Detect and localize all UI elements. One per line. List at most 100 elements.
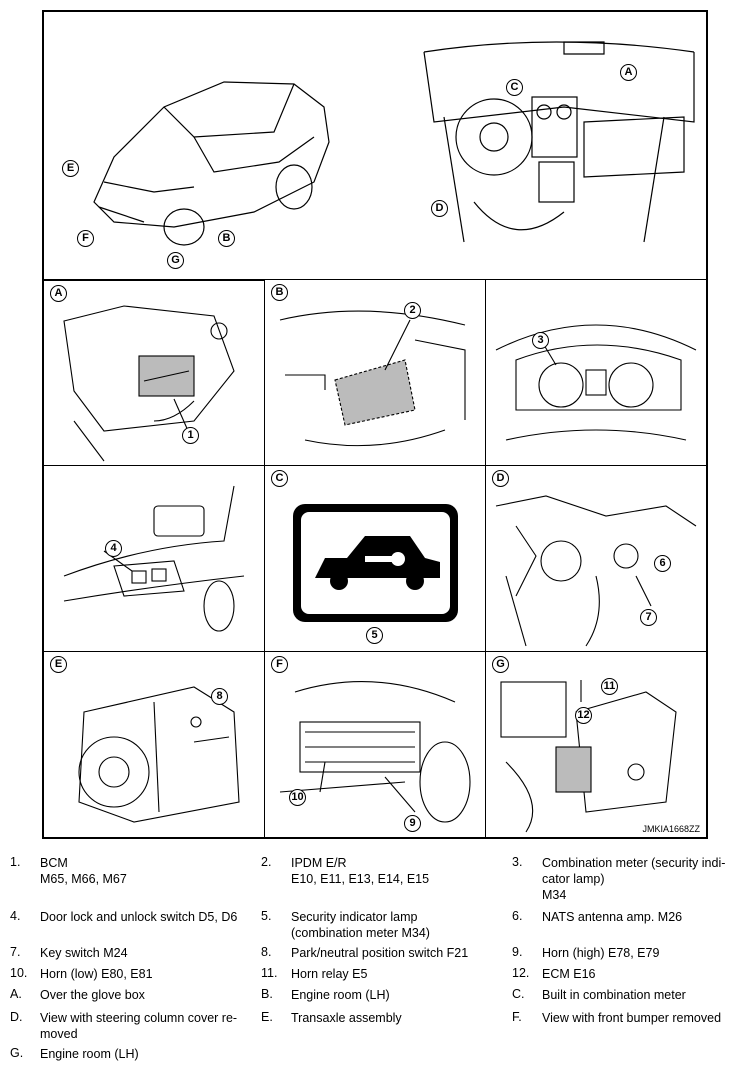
legend-text: ECM E16 bbox=[542, 967, 596, 981]
legend-item: G. Engine room (LH) bbox=[0, 1046, 240, 1062]
callout-10: 10 bbox=[289, 789, 306, 806]
door-switch-illustration bbox=[63, 485, 245, 632]
tag-C: C bbox=[271, 470, 288, 487]
legend-number: 4. bbox=[10, 909, 21, 923]
callout-3: 3 bbox=[532, 332, 549, 349]
panel-door: 4 bbox=[44, 466, 265, 652]
tag-A: A bbox=[50, 285, 67, 302]
legend-item: C. Built in combination meter bbox=[502, 987, 742, 1003]
panel-E: E 8 bbox=[44, 652, 265, 837]
legend-item: 3. Combination meter (security indi- cat… bbox=[502, 855, 742, 903]
legend-item: 12. ECM E16 bbox=[502, 966, 742, 982]
panel-G: G 11 12 JMKIA1668ZZ bbox=[486, 652, 706, 837]
tag-E: E bbox=[50, 656, 67, 673]
callout-8: 8 bbox=[211, 688, 228, 705]
transaxle-illustration bbox=[78, 686, 240, 823]
legend-item: F. View with front bumper removed bbox=[502, 1010, 742, 1026]
tag-D: D bbox=[492, 470, 509, 487]
legend-item: 2. IPDM E/R E10, E11, E13, E14, E15 bbox=[251, 855, 491, 887]
tag-D: D bbox=[431, 200, 448, 217]
callout-4: 4 bbox=[105, 540, 122, 557]
legend-text: Security indicator lamp (combination met… bbox=[291, 910, 430, 940]
legend-text: Built in combination meter bbox=[542, 988, 686, 1002]
legend-item: A. Over the glove box bbox=[0, 987, 240, 1003]
legend-number: 1. bbox=[10, 855, 21, 869]
legend-number: 12. bbox=[512, 966, 530, 980]
callout-7: 7 bbox=[640, 609, 657, 626]
legend-number: G. bbox=[10, 1046, 24, 1060]
legend-number: F. bbox=[512, 1010, 522, 1024]
legend-text: View with steering column cover re- move… bbox=[40, 1011, 238, 1041]
legend-item: D. View with steering column cover re- m… bbox=[0, 1010, 240, 1042]
tag-A: A bbox=[620, 64, 637, 81]
panel-F: F 10 9 bbox=[265, 652, 486, 837]
overview-panel: E F G B A C D bbox=[44, 12, 706, 280]
legend-text: Engine room (LH) bbox=[40, 1047, 139, 1061]
legend-number: 2. bbox=[261, 855, 272, 869]
legend-item: 8. Park/neutral position switch F21 bbox=[251, 945, 491, 961]
tag-F: F bbox=[77, 230, 94, 247]
legend-text: Park/neutral position switch F21 bbox=[291, 946, 469, 960]
panel-meter: 3 bbox=[486, 280, 706, 466]
panel-C: C 5 bbox=[265, 466, 486, 652]
steering-column-illustration bbox=[495, 495, 697, 647]
front-bumper-illustration bbox=[279, 681, 471, 823]
legend-text: Door lock and unlock switch D5, D6 bbox=[40, 910, 238, 924]
legend-item: E. Transaxle assembly bbox=[251, 1010, 491, 1026]
legend-item: 10. Horn (low) E80, E81 bbox=[0, 966, 240, 982]
legend-text: Transaxle assembly bbox=[291, 1011, 402, 1025]
legend-text: Over the glove box bbox=[40, 988, 145, 1002]
legend-text: IPDM E/R E10, E11, E13, E14, E15 bbox=[291, 856, 430, 886]
vehicle-illustration bbox=[93, 36, 695, 246]
legend-number: 3. bbox=[512, 855, 523, 869]
tag-B: B bbox=[271, 284, 288, 301]
legend-number: 10. bbox=[10, 966, 28, 980]
meter-illustration bbox=[495, 324, 697, 441]
legend-number: 9. bbox=[512, 945, 523, 959]
legend-text: View with front bumper removed bbox=[542, 1011, 722, 1025]
component-location-figure: E F G B A C D A 1 bbox=[42, 10, 708, 839]
callout-12: 12 bbox=[575, 707, 592, 724]
legend-number: A. bbox=[10, 987, 22, 1001]
tag-C: C bbox=[506, 79, 523, 96]
legend-item: 5. Security indicator lamp (combination … bbox=[251, 909, 491, 941]
legend-item: 6. NATS antenna amp. M26 bbox=[502, 909, 742, 925]
legend-number: D. bbox=[10, 1010, 23, 1024]
tag-G: G bbox=[167, 252, 184, 269]
security-lamp-icon bbox=[293, 504, 458, 622]
figure-code: JMKIA1668ZZ bbox=[642, 824, 700, 834]
legend-number: 6. bbox=[512, 909, 523, 923]
legend-item: 7. Key switch M24 bbox=[0, 945, 240, 961]
legend-number: B. bbox=[261, 987, 273, 1001]
legend-text: Combination meter (security indi- cator … bbox=[542, 856, 726, 902]
callout-1: 1 bbox=[182, 427, 199, 444]
tag-G: G bbox=[492, 656, 509, 673]
legend-text: Horn (high) E78, E79 bbox=[542, 946, 660, 960]
panel-B: B 2 bbox=[265, 280, 486, 466]
legend-item: 9. Horn (high) E78, E79 bbox=[502, 945, 742, 961]
legend-text: Engine room (LH) bbox=[291, 988, 390, 1002]
legend-text: BCM M65, M66, M67 bbox=[40, 856, 127, 886]
callout-9: 9 bbox=[404, 815, 421, 832]
legend-number: E. bbox=[261, 1010, 273, 1024]
tag-E: E bbox=[62, 160, 79, 177]
callout-2: 2 bbox=[404, 302, 421, 319]
callout-6: 6 bbox=[654, 555, 671, 572]
legend-item: B. Engine room (LH) bbox=[251, 987, 491, 1003]
legend-item: 11. Horn relay E5 bbox=[251, 966, 491, 982]
callout-5: 5 bbox=[366, 627, 383, 644]
legend-number: 5. bbox=[261, 909, 272, 923]
callout-11: 11 bbox=[601, 678, 618, 695]
panel-D: D 6 7 bbox=[486, 466, 706, 652]
legend-item: 4. Door lock and unlock switch D5, D6 bbox=[0, 909, 260, 925]
ipdm-illustration bbox=[279, 310, 466, 447]
tag-B: B bbox=[218, 230, 235, 247]
legend-text: NATS antenna amp. M26 bbox=[542, 910, 683, 924]
legend-text: Horn (low) E80, E81 bbox=[40, 967, 153, 981]
panel-A: A 1 bbox=[44, 280, 265, 466]
tag-F: F bbox=[271, 656, 288, 673]
legend-number: C. bbox=[512, 987, 525, 1001]
bcm-illustration bbox=[63, 305, 235, 462]
legend-number: 11. bbox=[261, 966, 278, 980]
legend-item: 1. BCM M65, M66, M67 bbox=[0, 855, 240, 887]
